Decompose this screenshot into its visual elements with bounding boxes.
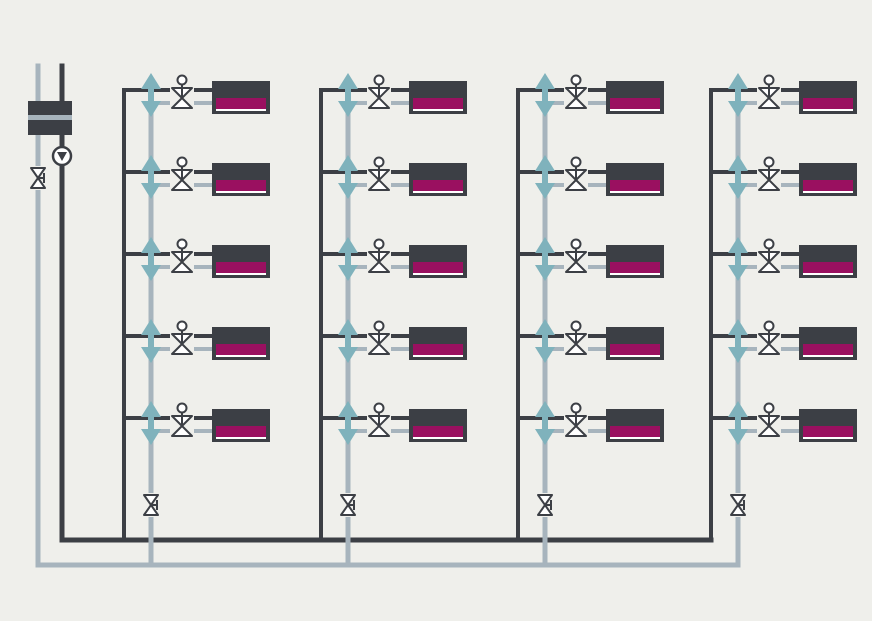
gate-valve-icon xyxy=(143,493,159,517)
gate-valve-icon xyxy=(537,493,553,517)
flow-balancer-icon xyxy=(535,319,555,363)
flow-balancer-icon xyxy=(141,401,161,445)
flow-balancer-icon xyxy=(141,73,161,117)
thermostatic-valve-icon xyxy=(367,156,391,192)
main-supply-pipe xyxy=(59,63,714,543)
riser-3 xyxy=(516,73,664,568)
radiator-icon xyxy=(212,327,270,360)
radiator-icon xyxy=(606,163,664,196)
riser-1 xyxy=(122,73,270,568)
flow-balancer-icon xyxy=(338,73,358,117)
thermostatic-valve-icon xyxy=(170,402,194,438)
thermostatic-valve-icon xyxy=(367,74,391,110)
flow-balancer-icon xyxy=(338,401,358,445)
floor-branch xyxy=(516,319,664,363)
radiator-icon xyxy=(212,409,270,442)
riser-4 xyxy=(709,73,857,568)
radiator-icon xyxy=(799,409,857,442)
flow-balancer-icon xyxy=(728,401,748,445)
floor-branch xyxy=(122,401,270,445)
pump-icon xyxy=(51,145,73,167)
return-piping xyxy=(35,63,738,568)
tank-icon xyxy=(28,101,72,135)
gate-valve-icon xyxy=(730,493,746,517)
floor-branch xyxy=(709,401,857,445)
flow-balancer-icon xyxy=(535,155,555,199)
floor-branch xyxy=(516,155,664,199)
thermostatic-valve-icon xyxy=(170,156,194,192)
floor-branch xyxy=(516,73,664,117)
thermostatic-valve-icon xyxy=(564,156,588,192)
floor-branch xyxy=(319,319,467,363)
flow-balancer-icon xyxy=(338,319,358,363)
flow-balancer-icon xyxy=(535,237,555,281)
flow-balancer-icon xyxy=(338,237,358,281)
floor-branch xyxy=(319,73,467,117)
floor-branch xyxy=(516,401,664,445)
thermostatic-valve-icon xyxy=(757,156,781,192)
floor-branch xyxy=(122,73,270,117)
floor-branch xyxy=(709,237,857,281)
flow-balancer-icon xyxy=(728,319,748,363)
flow-balancer-icon xyxy=(338,155,358,199)
flow-balancer-icon xyxy=(141,237,161,281)
thermostatic-valve-icon xyxy=(367,238,391,274)
thermostatic-valve-icon xyxy=(170,320,194,356)
floor-branch xyxy=(709,319,857,363)
gate-valve-icon xyxy=(30,166,46,190)
thermostatic-valve-icon xyxy=(757,320,781,356)
radiator-icon xyxy=(606,245,664,278)
thermostatic-valve-icon xyxy=(757,402,781,438)
thermostatic-valve-icon xyxy=(367,320,391,356)
floor-branch xyxy=(319,155,467,199)
floor-branch xyxy=(709,155,857,199)
radiator-icon xyxy=(799,245,857,278)
radiator-icon xyxy=(212,245,270,278)
gate-valve-icon xyxy=(340,493,356,517)
floor-branch xyxy=(122,319,270,363)
floor-branch xyxy=(516,237,664,281)
thermostatic-valve-icon xyxy=(170,238,194,274)
floor-branch xyxy=(319,237,467,281)
radiator-icon xyxy=(799,81,857,114)
radiator-icon xyxy=(606,409,664,442)
radiator-icon xyxy=(606,81,664,114)
flow-balancer-icon xyxy=(535,73,555,117)
floor-branch xyxy=(319,401,467,445)
radiator-icon xyxy=(212,81,270,114)
flow-balancer-icon xyxy=(141,155,161,199)
flow-balancer-icon xyxy=(141,319,161,363)
thermostatic-valve-icon xyxy=(564,238,588,274)
thermostatic-valve-icon xyxy=(757,74,781,110)
radiator-icon xyxy=(799,163,857,196)
radiator-icon xyxy=(212,163,270,196)
radiator-icon xyxy=(409,409,467,442)
flow-balancer-icon xyxy=(728,73,748,117)
thermostatic-valve-icon xyxy=(170,74,194,110)
radiator-icon xyxy=(606,327,664,360)
radiator-icon xyxy=(409,245,467,278)
thermostatic-valve-icon xyxy=(564,74,588,110)
supply-piping xyxy=(59,63,714,543)
flow-balancer-icon xyxy=(728,237,748,281)
main-return-pipe xyxy=(35,63,738,568)
radiator-icon xyxy=(409,163,467,196)
thermostatic-valve-icon xyxy=(564,402,588,438)
floor-branch xyxy=(122,155,270,199)
radiator-icon xyxy=(409,81,467,114)
floor-branch xyxy=(709,73,857,117)
thermostatic-valve-icon xyxy=(367,402,391,438)
radiator-icon xyxy=(799,327,857,360)
thermostatic-valve-icon xyxy=(757,238,781,274)
riser-2 xyxy=(319,73,467,568)
radiator-icon xyxy=(409,327,467,360)
floor-branch xyxy=(122,237,270,281)
flow-balancer-icon xyxy=(728,155,748,199)
flow-balancer-icon xyxy=(535,401,555,445)
thermostatic-valve-icon xyxy=(564,320,588,356)
plant-equipment xyxy=(28,101,73,190)
